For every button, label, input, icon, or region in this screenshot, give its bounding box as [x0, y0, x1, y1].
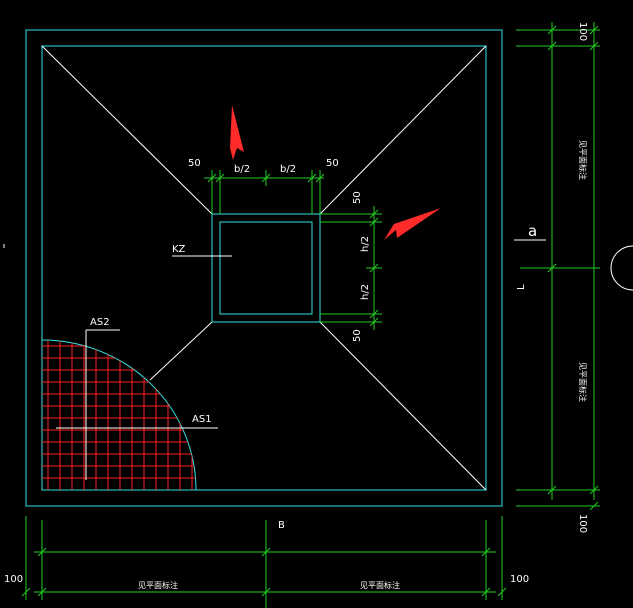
dim-100-bottom-left: 100 — [4, 574, 23, 585]
dim-50-top-left: 50 — [188, 158, 201, 169]
as2-label: AS2 — [90, 317, 110, 328]
slope-line-tl — [41, 45, 213, 215]
dim-50-right-bottom: 50 — [352, 329, 363, 342]
right-dimension-chain — [516, 22, 600, 511]
bottom-dimension-chain — [21, 516, 507, 608]
dim-L-label: L — [516, 284, 527, 290]
slope-line-br — [319, 321, 487, 491]
rebar-mesh — [42, 340, 196, 490]
kz-label: KZ — [172, 244, 186, 255]
dim-100-right-bottom: 100 — [577, 514, 588, 533]
dim-b2-left: b/2 — [234, 164, 250, 175]
dim-h2-bottom: h/2 — [360, 284, 371, 300]
red-arrow-top — [230, 105, 244, 160]
rebar-quadrant-arc — [41, 339, 197, 491]
dim-100-right-top: 100 — [577, 22, 588, 41]
section-circle-marker — [610, 245, 633, 291]
dim-a-label: a — [528, 222, 537, 240]
right-bottom-note: 见平面标注 — [578, 362, 588, 402]
bottom-left-note: 见平面标注 — [138, 580, 178, 590]
bottom-right-note: 见平面标注 — [360, 580, 400, 590]
dim-100-bottom-right: 100 — [510, 574, 529, 585]
dim-50-right-top: 50 — [352, 191, 363, 204]
dim-b2-right: b/2 — [280, 164, 296, 175]
slope-line-tr — [319, 45, 487, 215]
right-dimension — [320, 206, 382, 330]
red-arrow-right — [384, 208, 441, 240]
dim-50-top-right: 50 — [326, 158, 339, 169]
as1-label: AS1 — [192, 414, 212, 425]
dim-h2-top: h/2 — [360, 236, 371, 252]
column-outer — [211, 213, 321, 323]
inner-foundation-edge — [41, 45, 487, 491]
slope-line-bl — [149, 321, 213, 381]
dim-B-label: B — [278, 520, 285, 531]
top-dimension — [204, 170, 325, 214]
column-inner — [219, 221, 313, 315]
right-top-note: 见平面标注 — [578, 140, 588, 180]
outer-foundation-edge — [25, 29, 503, 507]
